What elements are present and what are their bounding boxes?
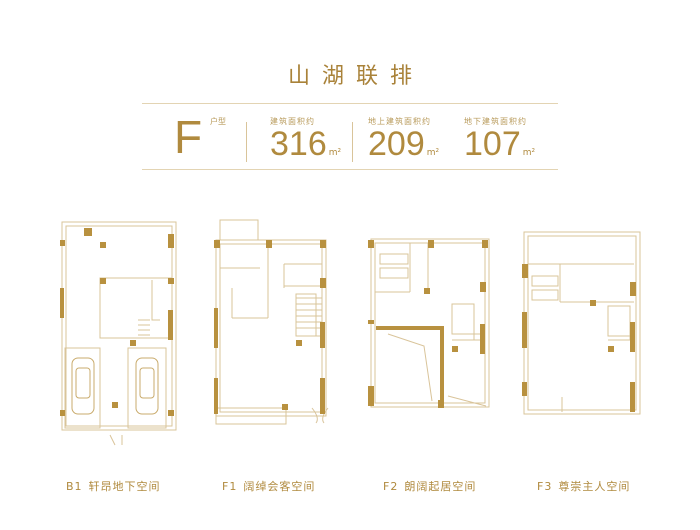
stat-value: 316 [270,125,327,163]
stat-unit: m² [522,148,536,158]
stat-value: 209 [368,125,425,163]
floor-code: B1 [66,480,83,493]
floorplan-f3 [522,231,641,415]
unit-type-letter: F [174,111,203,163]
floor-caption-f1: F1 阔绰会客空间 [222,478,315,494]
floorplan-b1 [60,221,177,446]
stat-unit: m² [426,148,440,158]
stat-label: 地上建筑面积约 [368,117,431,126]
stat-label: 建筑面积约 [270,117,315,126]
floor-name: 朗阔起居空间 [404,480,477,493]
divider-bottom [142,169,558,170]
floor-name: 尊崇主人空间 [558,480,631,493]
floorplan-f1 [214,219,329,425]
divider-top [142,103,558,104]
separator [246,122,247,162]
floorplan-f2 [368,238,490,408]
floor-code: F1 [222,480,238,493]
stat-label: 地下建筑面积约 [464,117,527,126]
floor-caption-f3: F3 尊崇主人空间 [537,478,630,494]
floor-caption-f2: F2 朗阔起居空间 [383,478,476,494]
stat-unit: m² [328,148,342,158]
stat-value: 107 [464,125,521,163]
floor-name: 阔绰会客空间 [243,480,316,493]
separator [352,122,353,162]
floor-code: F3 [537,480,553,493]
floor-caption-b1: B1 轩昂地下空间 [66,478,161,494]
floor-code: F2 [383,480,399,493]
unit-type-label: 户型 [210,117,226,126]
floor-name: 轩昂地下空间 [88,480,161,493]
page-title: 山湖联排 [287,64,424,89]
